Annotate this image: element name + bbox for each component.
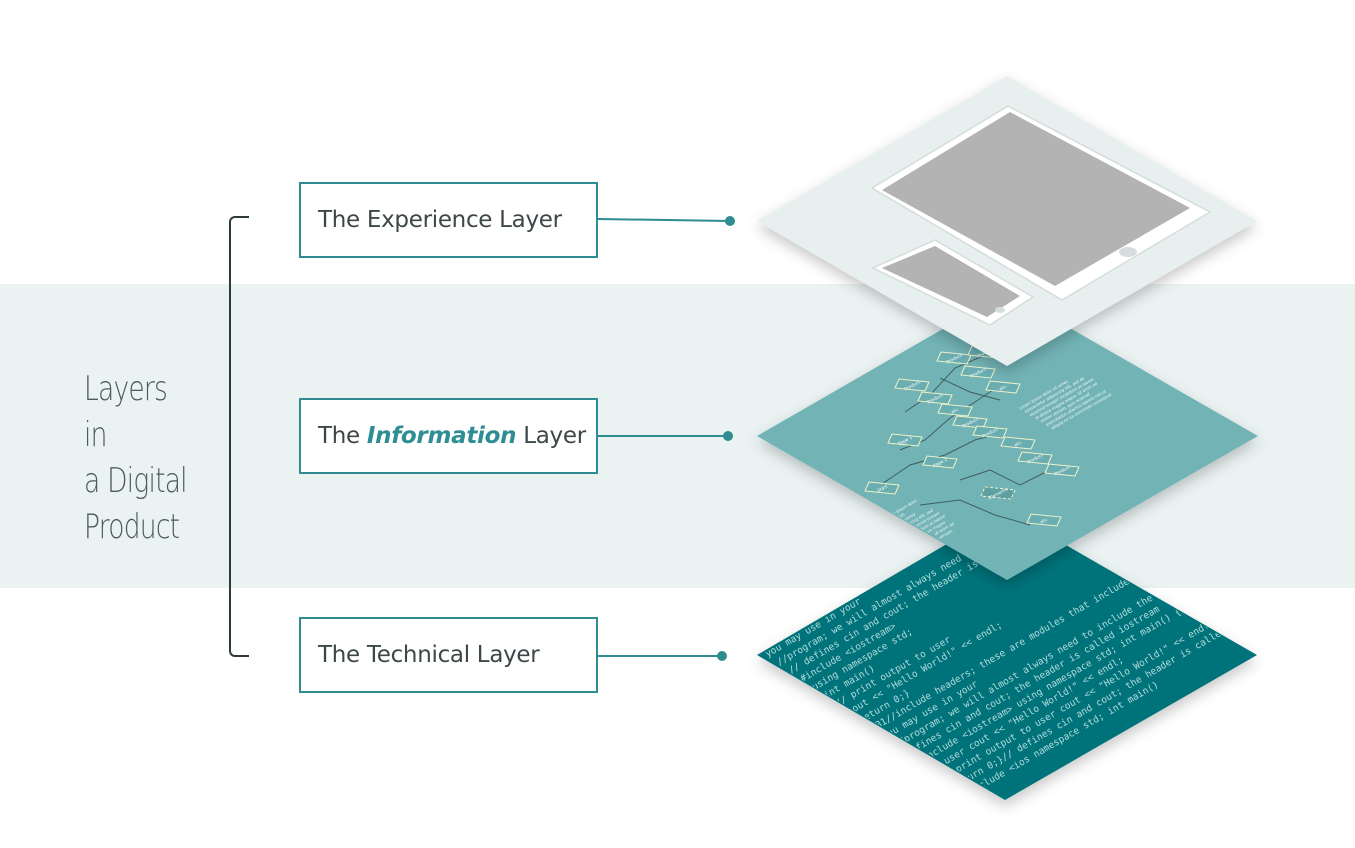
connector-information <box>598 431 733 441</box>
connector-experience <box>597 216 735 226</box>
layers-bracket <box>229 216 249 657</box>
experience-layer-text: The Experience Layer <box>318 207 562 233</box>
flow-node: etc. <box>1000 436 1036 450</box>
flow-node: etc. <box>937 403 973 417</box>
information-layer-suffix: Layer <box>523 423 586 449</box>
technical-layer-label: The Technical Layer <box>299 617 598 693</box>
information-layer-plate: ProductProductProductetc.ProductProducte… <box>757 292 1258 580</box>
experience-layer-plate <box>757 76 1257 366</box>
experience-layer-label: The Experience Layer <box>299 182 598 258</box>
flow-node-label: etc. <box>1039 516 1049 525</box>
diagram-title: Layers in a Digital Product <box>84 366 193 550</box>
flow-node: Product <box>917 391 953 406</box>
flow-node-label: etc. <box>1013 439 1023 448</box>
flow-node: Start <box>864 481 900 495</box>
flow-node: Product <box>894 378 930 393</box>
title-line-1: Layers in <box>84 369 168 455</box>
flow-node: Elements <box>980 486 1016 501</box>
tablet-device-icon <box>870 105 1212 301</box>
flow-node: Product <box>960 365 996 380</box>
title-line-3: Product <box>84 507 180 547</box>
technical-layer-text: The Technical Layer <box>318 642 540 668</box>
flow-node: Page 2 <box>922 455 958 469</box>
flow-node-label: etc. <box>998 383 1008 392</box>
flow-nodes: ProductProductProductetc.ProductProducte… <box>864 345 1080 527</box>
flow-node: Product <box>972 425 1008 440</box>
phone-device-icon <box>871 239 1035 326</box>
connector-technical <box>598 651 727 661</box>
information-layer-emphasis: Information <box>366 423 517 449</box>
title-line-2: a Digital <box>84 461 188 501</box>
flow-node: Product <box>1044 463 1080 478</box>
flow-node: Page 1 <box>887 433 923 447</box>
flow-node: Product <box>1017 451 1053 466</box>
flow-node: etc. <box>1026 513 1062 527</box>
information-layer-prefix: The <box>318 423 360 449</box>
flow-node: etc. <box>985 380 1021 394</box>
flow-node: Product <box>952 415 988 430</box>
flow-node-label: etc. <box>950 406 960 415</box>
flow-node-label: Start <box>876 484 889 495</box>
